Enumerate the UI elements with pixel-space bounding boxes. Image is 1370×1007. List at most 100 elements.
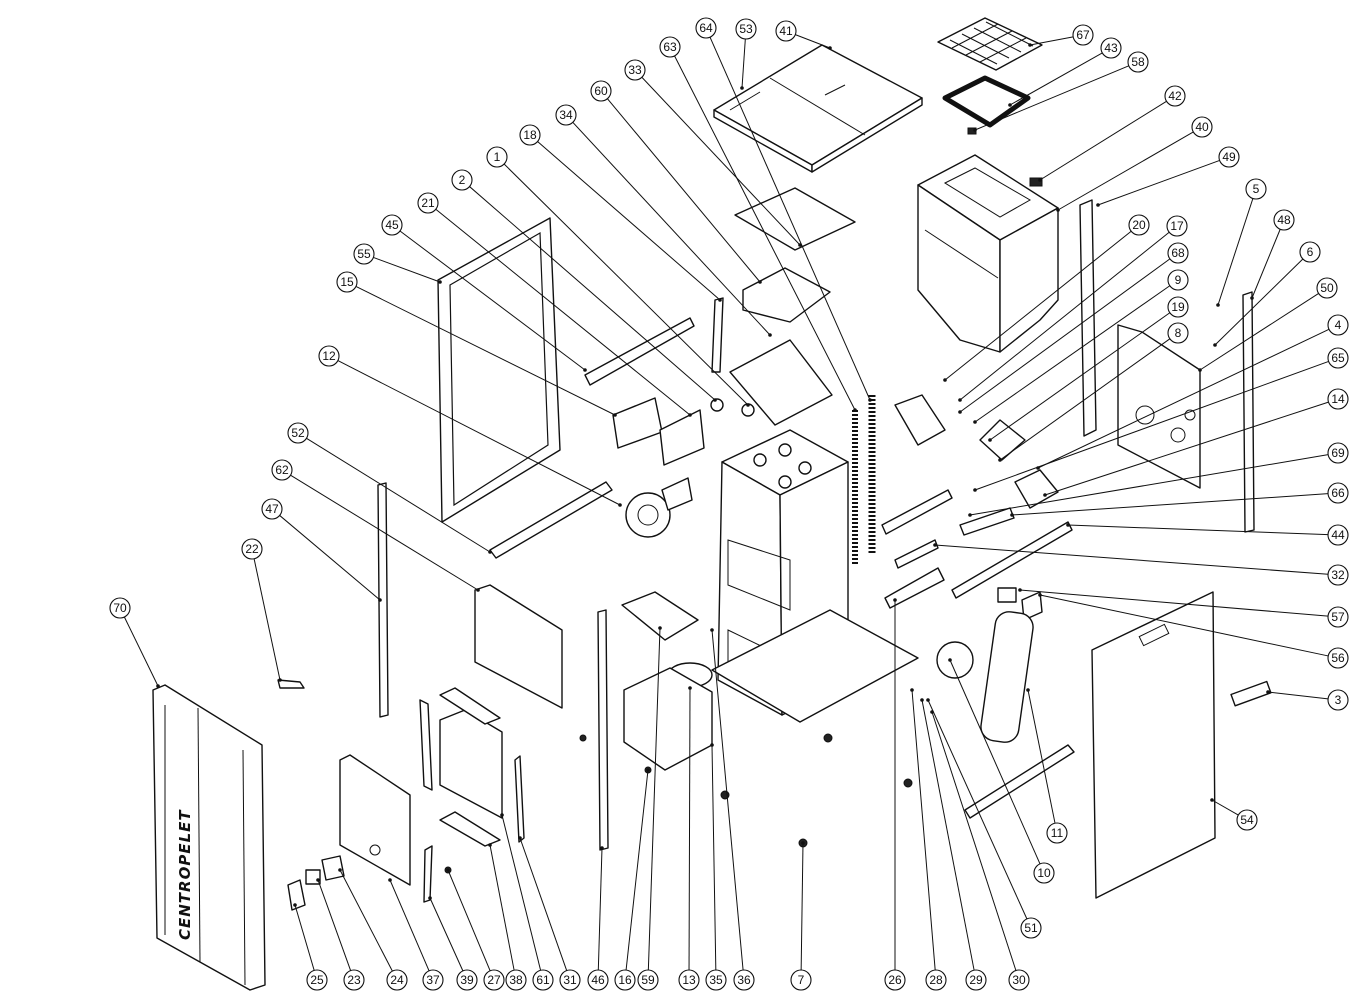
callout-number: 51 — [1024, 921, 1038, 935]
callout-bubble — [109, 597, 131, 619]
callout-39: 39 — [428, 896, 478, 991]
part-bracket — [584, 317, 695, 386]
part-insulation-pad — [742, 267, 831, 323]
leader-arrowhead — [338, 868, 342, 872]
part-upright-48 — [1242, 291, 1255, 533]
part-control-box — [612, 397, 663, 449]
callout-number: 60 — [594, 84, 608, 98]
callout-64: 64 — [695, 17, 872, 402]
leader-arrowhead — [958, 398, 962, 402]
callout-49: 49 — [1096, 146, 1240, 207]
part-plate — [734, 187, 856, 251]
leader-line — [1199, 293, 1319, 371]
leader-line — [503, 163, 749, 406]
callout-bubble — [287, 422, 309, 444]
leader-arrowhead — [428, 896, 432, 900]
callout-bubble — [587, 969, 609, 991]
callout-bubble — [965, 969, 987, 991]
callout-bubble — [1327, 524, 1349, 546]
callout-55: 55 — [353, 243, 442, 284]
callout-1: 1 — [486, 146, 750, 407]
callout-bubble — [1127, 51, 1149, 73]
leader-line — [537, 141, 721, 301]
leader-arrowhead — [1250, 296, 1254, 300]
callout-58: 58 — [973, 51, 1149, 132]
part-upright-47 — [377, 482, 389, 718]
callout-20: 20 — [943, 214, 1150, 382]
leader-line — [1039, 100, 1167, 181]
callout-bubble — [451, 169, 473, 191]
callout-number: 2 — [459, 173, 466, 187]
callout-bubble — [1245, 178, 1267, 200]
callout-8: 8 — [998, 322, 1189, 462]
leader-arrowhead — [1026, 688, 1030, 692]
callout-bubble — [659, 36, 681, 58]
callout-number: 57 — [1331, 610, 1345, 624]
callout-number: 35 — [709, 973, 723, 987]
leader-line — [934, 544, 1329, 575]
leader-line — [1039, 594, 1329, 657]
callout-bubble — [1100, 37, 1122, 59]
part-screw — [579, 734, 587, 742]
leader-line — [921, 699, 975, 971]
callout-number: 18 — [523, 128, 537, 142]
leader-line — [447, 869, 491, 971]
callout-16: 16 — [614, 768, 650, 991]
leader-line — [949, 659, 1041, 865]
callout-number: 37 — [426, 973, 440, 987]
callout-number: 53 — [739, 22, 753, 36]
leader-arrowhead — [1096, 203, 1100, 207]
leader-arrowhead — [1038, 178, 1042, 182]
callout-bubble — [1299, 241, 1321, 263]
callout-number: 8 — [1175, 326, 1182, 340]
callout-70: 70 — [109, 597, 160, 688]
callout-bubble — [1166, 215, 1188, 237]
leader-line — [911, 689, 936, 971]
callout-45: 45 — [381, 214, 587, 372]
leader-line — [931, 711, 1017, 971]
callout-number: 5 — [1253, 182, 1260, 196]
leader-line — [1009, 52, 1103, 106]
part-hook-39 — [423, 845, 433, 903]
callout-50: 50 — [1198, 277, 1338, 372]
callout-number: 29 — [969, 973, 983, 987]
callout-bubble — [343, 969, 365, 991]
callout-number: 32 — [1331, 568, 1345, 582]
part-upright-49 — [1079, 199, 1097, 437]
callout-bubble — [422, 969, 444, 991]
part-strip — [419, 699, 433, 791]
callout-number: 70 — [113, 601, 127, 615]
part-plate-23 — [305, 869, 321, 885]
callout-number: 56 — [1331, 651, 1345, 665]
part-strip-31 — [514, 755, 525, 843]
callout-number: 16 — [618, 973, 632, 987]
callout-52: 52 — [287, 422, 492, 554]
callout-number: 59 — [641, 973, 655, 987]
callout-bubble — [1167, 322, 1189, 344]
callout-26: 26 — [884, 598, 906, 991]
leader-arrowhead — [1028, 43, 1032, 47]
part-display-3 — [1230, 680, 1272, 707]
leader-line — [1217, 198, 1254, 306]
leader-arrowhead — [646, 768, 650, 772]
callout-bubble — [1164, 85, 1186, 107]
callout-bubble — [624, 59, 646, 81]
callout-number: 36 — [737, 973, 751, 987]
leader-line — [1211, 799, 1239, 816]
callout-14: 14 — [1043, 388, 1349, 497]
callout-35: 35 — [705, 743, 727, 991]
callout-5: 5 — [1216, 178, 1267, 307]
callout-11: 11 — [1026, 688, 1068, 844]
leader-arrowhead — [713, 398, 717, 402]
part-upright-46 — [597, 609, 609, 851]
callout-4: 4 — [1036, 314, 1349, 470]
part-bottom-bracket — [489, 481, 613, 559]
callout-bubble — [483, 969, 505, 991]
callout-number: 54 — [1240, 813, 1254, 827]
callout-number: 31 — [563, 973, 577, 987]
callout-number: 61 — [536, 973, 550, 987]
leader-line — [709, 36, 871, 401]
leader-arrowhead — [868, 398, 872, 402]
leader-arrowhead — [658, 626, 662, 630]
callout-30: 30 — [930, 710, 1030, 991]
